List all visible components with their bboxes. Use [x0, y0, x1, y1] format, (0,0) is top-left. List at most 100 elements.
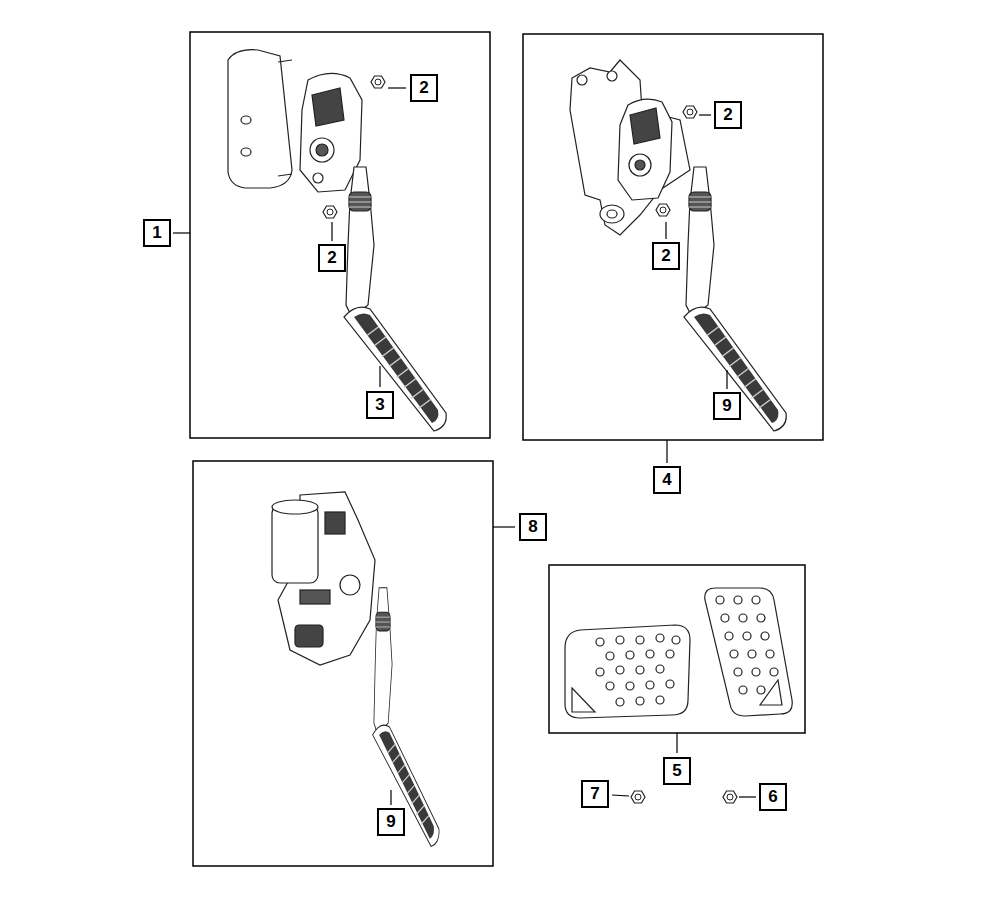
callout-number: 2 — [419, 78, 428, 98]
pedal-arm — [373, 588, 439, 847]
pedal-bracket — [630, 108, 660, 144]
mounting-plate — [278, 174, 292, 176]
pedal-pad — [572, 688, 595, 712]
pedal-bracket — [577, 75, 587, 85]
leader-line — [739, 796, 756, 797]
callout-box: 4 — [653, 466, 681, 494]
mounting-plate — [228, 50, 292, 188]
callout-number: 7 — [590, 784, 599, 804]
pedal-pad — [725, 632, 733, 640]
pedal-bracket — [607, 71, 617, 81]
group-frame — [190, 32, 823, 866]
nut — [323, 206, 337, 218]
pedal-arm — [373, 588, 439, 847]
pedal-pad — [656, 634, 664, 642]
pedal-pad — [626, 651, 634, 659]
pedal-pad — [672, 636, 680, 644]
pedal-pad — [596, 634, 680, 706]
pedal-pad — [739, 686, 747, 694]
pedal-pad — [636, 636, 644, 644]
callout-number: 2 — [327, 248, 336, 268]
pedal-pad — [734, 596, 742, 604]
callout-box: 2 — [652, 242, 680, 270]
pedal-pad — [646, 681, 654, 689]
leader-line — [331, 222, 332, 241]
leader-line — [493, 526, 515, 527]
callout-box: 9 — [713, 392, 741, 420]
pedal-bracket — [600, 205, 624, 223]
mounting-plate — [228, 50, 292, 188]
leader-line — [726, 370, 727, 389]
group-frame — [549, 565, 805, 733]
leader-line — [699, 114, 711, 115]
callout-number: 4 — [662, 470, 671, 490]
pedal-bracket — [635, 160, 645, 170]
callout-box: 6 — [759, 783, 787, 811]
pedal-pad — [734, 668, 742, 676]
leader-line — [665, 222, 666, 239]
leader-line — [390, 790, 391, 805]
pedal-pad — [646, 650, 654, 658]
pedal-assembly — [272, 505, 318, 583]
pedal-pad — [666, 680, 674, 688]
pedal-pad — [757, 686, 765, 694]
callout-number: 9 — [386, 812, 395, 832]
mounting-plate — [278, 60, 292, 62]
pedal-assembly — [300, 590, 330, 604]
pedal-bracket — [629, 154, 651, 176]
leader-line — [173, 232, 190, 233]
pedal-arm — [344, 167, 446, 431]
leader-line — [379, 366, 380, 387]
mounting-plate — [241, 148, 251, 156]
nut — [723, 791, 737, 803]
nut — [631, 791, 737, 803]
pedal-pad — [705, 588, 793, 716]
pedal-pad — [606, 652, 614, 660]
nut — [656, 106, 697, 216]
pedal-assembly — [295, 625, 323, 647]
pedal-pad — [757, 614, 765, 622]
leader-line — [173, 88, 756, 805]
pedal-pad — [636, 697, 644, 705]
nut — [371, 76, 385, 88]
pedal-pad — [666, 650, 674, 658]
pedal-pad — [739, 614, 747, 622]
nut — [631, 791, 645, 803]
pedal-pad — [716, 596, 778, 694]
pedal-arm — [684, 167, 786, 431]
pedal-pad — [743, 632, 751, 640]
pedal-assembly — [272, 492, 375, 665]
pedal-pad — [656, 696, 664, 704]
pedal-pad — [596, 668, 604, 676]
group-frame — [523, 34, 823, 440]
callout-box: 2 — [410, 74, 438, 102]
nut — [656, 204, 670, 216]
pedal-pad — [752, 596, 760, 604]
pedal-pad — [596, 638, 604, 646]
pedal-assembly — [325, 512, 345, 534]
pedal-assembly — [272, 500, 318, 514]
pedal-pad — [616, 636, 624, 644]
pedal-sensor — [310, 138, 334, 162]
callout-box: 1 — [143, 219, 171, 247]
callout-box: 9 — [377, 808, 405, 836]
pedal-pad — [565, 588, 792, 718]
callout-box: 8 — [519, 513, 547, 541]
pedal-pad — [716, 596, 724, 604]
callout-number: 8 — [528, 517, 537, 537]
pedal-pad — [721, 614, 729, 622]
mounting-plate — [241, 116, 251, 124]
pedal-pad — [606, 682, 614, 690]
callout-box: 3 — [366, 391, 394, 419]
pedal-arm — [684, 167, 786, 431]
pedal-pad — [770, 668, 778, 676]
pedal-pad — [656, 665, 664, 673]
leader-line — [388, 87, 406, 88]
pedal-sensor — [316, 144, 328, 156]
callout-box: 5 — [663, 757, 691, 785]
callout-box: 7 — [581, 780, 609, 808]
callout-number: 9 — [722, 396, 731, 416]
pedal-sensor — [312, 88, 344, 126]
